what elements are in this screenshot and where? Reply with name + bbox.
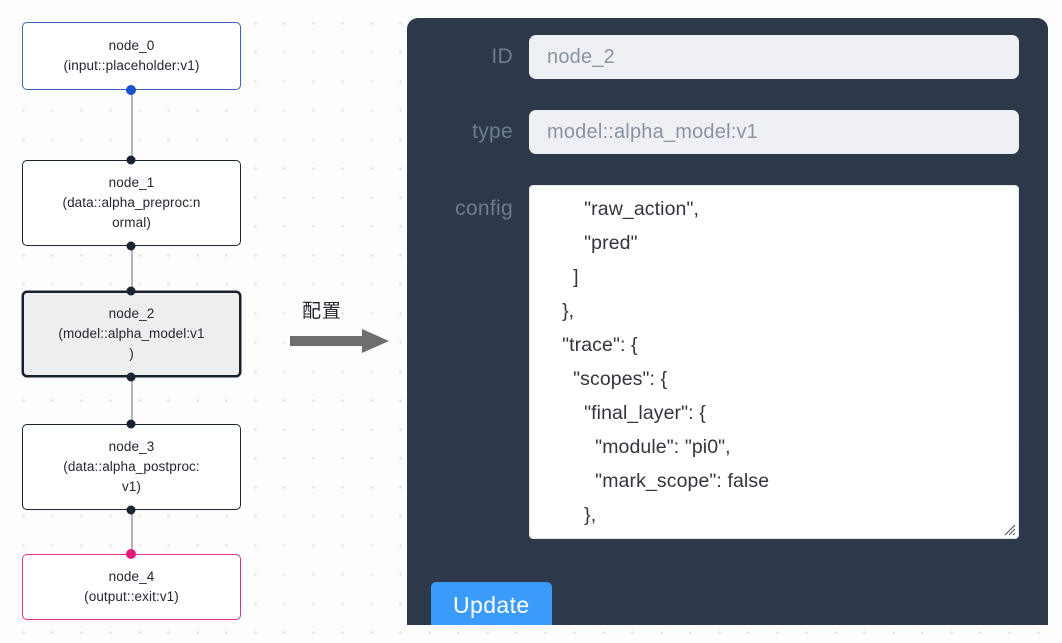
id-field-label: ID: [491, 45, 513, 68]
node-handle-node_3-source[interactable]: [126, 505, 136, 515]
type-field-label: type: [472, 120, 513, 143]
config-textarea[interactable]: "raw_action", "pred" ] }, "trace": { "sc…: [529, 185, 1019, 539]
node-handle-node_1-target[interactable]: [126, 155, 136, 165]
node-handle-node_2-source[interactable]: [126, 372, 136, 382]
graph-node-label: node_1 (data::alpha_preproc:n ormal): [62, 175, 201, 230]
field-row-id: ID: [407, 35, 1048, 79]
graph-node-label: node_2 (model::alpha_model:v1 ): [58, 306, 205, 361]
field-row-config: config "raw_action", "pred" ] }, "trace"…: [407, 185, 1048, 539]
graph-node-node_3[interactable]: node_3 (data::alpha_postproc: v1): [22, 424, 241, 510]
graph-node-label: node_4 (output::exit:v1): [84, 569, 179, 604]
node-handle-node_2-target[interactable]: [126, 286, 136, 296]
node-handle-node_3-target[interactable]: [126, 419, 136, 429]
right-arrow-icon: [290, 329, 389, 353]
config-field-label: config: [455, 197, 513, 220]
edge-node2-node3: [131, 377, 133, 421]
edge-node1-node2: [131, 246, 133, 292]
graph-node-label: node_0 (input::placeholder:v1): [63, 38, 200, 73]
edge-node0-node1: [131, 90, 133, 160]
node-config-panel: ID type config "raw_action", "pred" ] },…: [407, 18, 1048, 625]
id-input[interactable]: [529, 35, 1019, 79]
flow-annotation-label: 配置: [302, 300, 343, 322]
node-handle-node_0-source[interactable]: [126, 85, 136, 95]
type-input[interactable]: [529, 110, 1019, 154]
update-button[interactable]: Update: [431, 582, 552, 625]
config-textarea-wrapper: "raw_action", "pred" ] }, "trace": { "sc…: [529, 185, 1019, 539]
node-handle-node_4-target[interactable]: [126, 549, 136, 559]
flow-annotation: 配置: [290, 296, 400, 360]
graph-node-node_1[interactable]: node_1 (data::alpha_preproc:n ormal): [22, 160, 241, 246]
graph-node-node_2[interactable]: node_2 (model::alpha_model:v1 ): [22, 291, 241, 377]
field-row-type: type: [407, 110, 1048, 154]
edge-node3-node4: [131, 510, 133, 554]
node-handle-node_1-source[interactable]: [126, 241, 136, 251]
graph-node-node_4[interactable]: node_4 (output::exit:v1): [22, 554, 241, 620]
graph-node-label: node_3 (data::alpha_postproc: v1): [63, 439, 200, 494]
graph-node-node_0[interactable]: node_0 (input::placeholder:v1): [22, 22, 241, 90]
